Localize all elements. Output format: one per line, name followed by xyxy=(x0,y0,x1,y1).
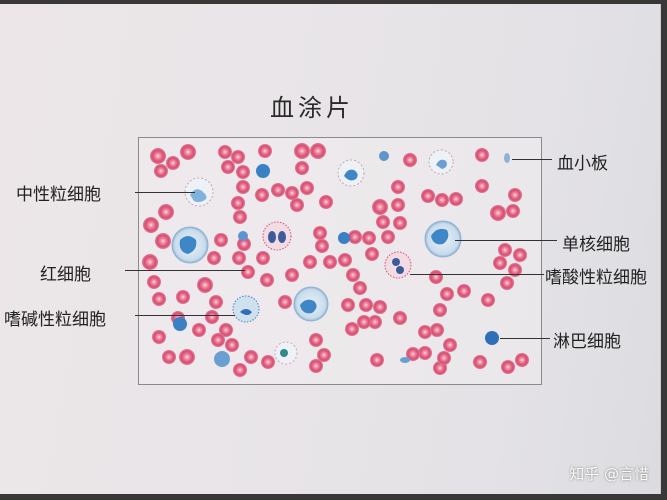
leader-line-lymphocyte xyxy=(500,338,550,339)
label-platelet: 血小板 xyxy=(557,154,608,174)
label-neutrophil: 中性粒细胞 xyxy=(16,185,101,205)
leader-line-eosinophil xyxy=(410,274,544,275)
leader-line-platelet xyxy=(512,159,552,160)
leader-line-monocyte xyxy=(455,240,557,241)
label-lymphocyte: 淋巴细胞 xyxy=(553,332,621,352)
label-eosinophil: 嗜酸性粒细胞 xyxy=(545,268,647,288)
leader-line-neutrophil xyxy=(135,192,195,193)
label-erythrocyte: 红细胞 xyxy=(40,265,91,285)
watermark: 知乎 @言惜 xyxy=(569,465,649,483)
leader-line-erythrocyte xyxy=(125,270,245,271)
label-monocyte: 单核细胞 xyxy=(562,235,630,255)
diagram-title: 血涂片 xyxy=(270,94,354,122)
label-basophil: 嗜碱性粒细胞 xyxy=(4,310,106,330)
leader-line-basophil xyxy=(135,315,235,316)
